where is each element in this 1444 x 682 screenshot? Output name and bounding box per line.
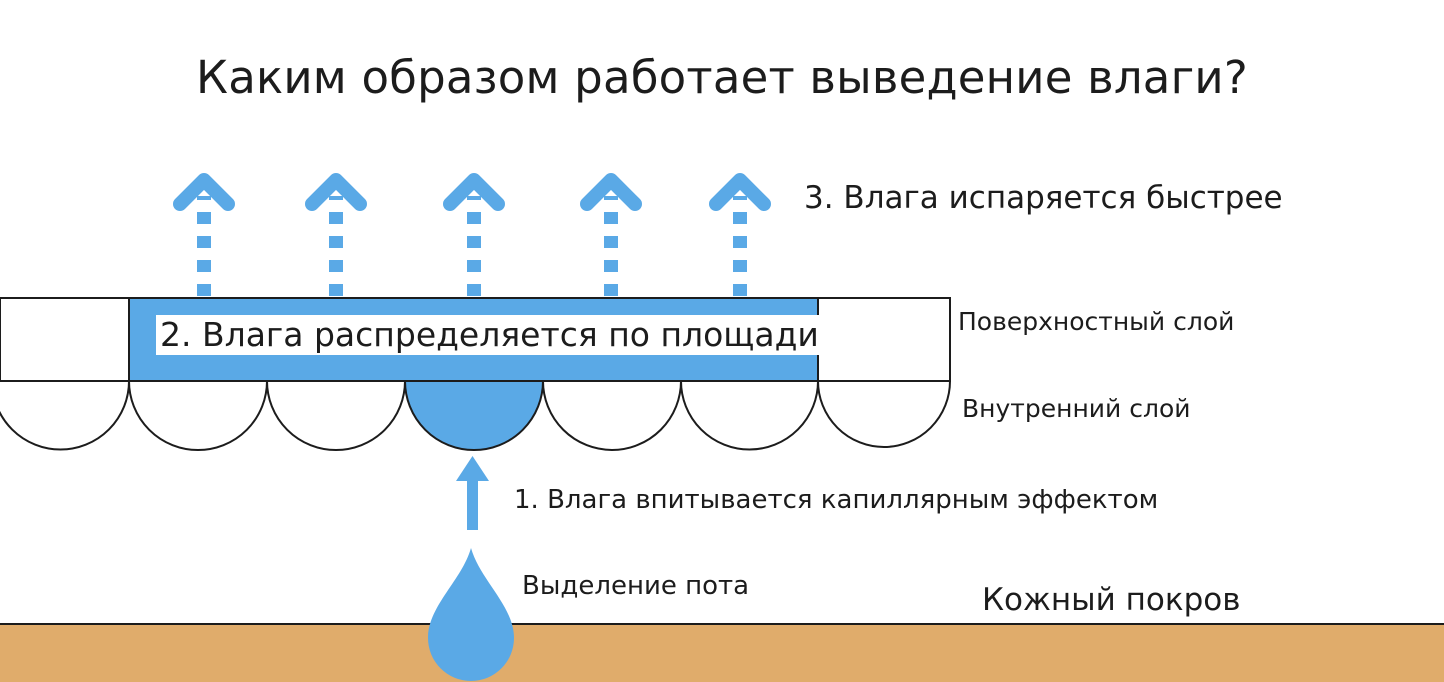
arrow-up-icon bbox=[709, 173, 771, 296]
skin-label: Кожный покров bbox=[982, 582, 1241, 618]
sweat-label: Выделение пота bbox=[522, 571, 750, 601]
capillary-loop bbox=[265, 380, 407, 451]
step-spreading-label: 2. Влага распределяется по площади bbox=[156, 315, 823, 355]
skin-surface bbox=[0, 624, 1444, 682]
capillary-loop bbox=[679, 380, 820, 451]
capillary-loop bbox=[541, 380, 683, 451]
capillary-loop bbox=[816, 380, 952, 448]
capillary-loop-wet bbox=[403, 380, 545, 451]
wicking-arrow-icon bbox=[456, 456, 489, 530]
capillary-loop bbox=[0, 380, 131, 451]
arrow-up-icon bbox=[580, 173, 642, 296]
surface-layer-label: Поверхностный слой bbox=[958, 307, 1235, 336]
arrow-up-icon bbox=[173, 173, 235, 296]
arrow-up-icon bbox=[443, 173, 505, 296]
step-evaporation-label: 3. Влага испаряется быстрее bbox=[804, 180, 1283, 216]
page-title: Каким образом работает выведение влаги? bbox=[196, 51, 1248, 104]
evaporation-arrows bbox=[173, 173, 771, 296]
arrow-up-icon bbox=[305, 173, 367, 296]
inner-layer-label: Внутренний слой bbox=[962, 394, 1191, 423]
inner-layer bbox=[0, 380, 952, 451]
step-wicking-label: 1. Влага впитывается капиллярным эффекто… bbox=[514, 485, 1159, 515]
sweat-drop-icon bbox=[428, 548, 514, 681]
capillary-loop bbox=[127, 380, 269, 451]
